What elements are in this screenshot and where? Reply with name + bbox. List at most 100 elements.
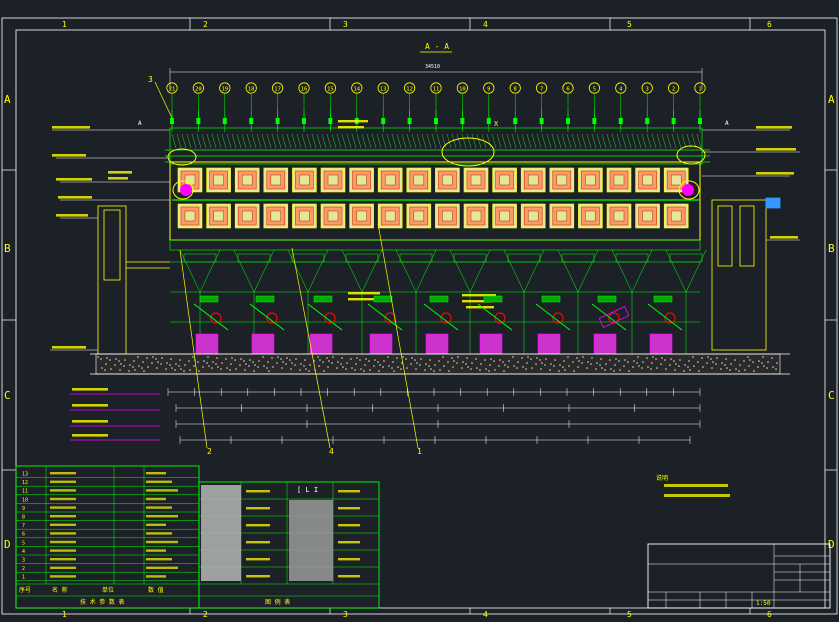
roof-hatch-line	[606, 133, 612, 149]
roof-hatch-line	[276, 133, 282, 149]
gravel-dot	[393, 370, 395, 372]
section-mark: A	[725, 120, 729, 127]
gravel-dot	[249, 359, 251, 361]
gravel-dot	[211, 367, 213, 369]
roof-hatch-line	[651, 133, 657, 149]
gravel-dot	[377, 361, 379, 363]
brace	[307, 249, 329, 293]
roof-hanger-node	[222, 118, 227, 124]
roof-hatch-line	[591, 133, 597, 149]
gravel-dot	[582, 356, 584, 358]
gravel-dot	[392, 361, 394, 363]
gravel-dot	[475, 358, 477, 360]
gravel-dot	[577, 366, 579, 368]
gravel-dot	[562, 366, 564, 368]
annotation-placeholder	[52, 126, 90, 129]
inline-callout-placeholder	[348, 292, 380, 295]
gravel-dot	[572, 361, 574, 363]
gravel-dot	[123, 365, 125, 367]
roof-hatch-line	[566, 133, 572, 149]
gravel-dot	[456, 362, 458, 364]
legend-table: [ L I 图 例 表	[198, 481, 380, 609]
roof-hatch-line	[231, 133, 237, 149]
brace	[395, 249, 417, 293]
legend-left-label-placeholder	[246, 524, 270, 527]
grid-col-label: 5	[627, 20, 632, 29]
gravel-dot	[331, 362, 333, 364]
roof-hanger-node	[196, 118, 201, 124]
params-row-number: 3	[22, 558, 25, 564]
gravel-dot	[411, 357, 413, 359]
column-bubble	[324, 82, 336, 94]
gravel-dot	[692, 356, 694, 358]
gravel-dot	[192, 356, 194, 358]
brace	[287, 249, 309, 293]
gravel-dot	[660, 363, 662, 365]
gravel-dot	[545, 358, 547, 360]
brace-panel	[237, 253, 271, 263]
gravel-dot	[188, 360, 190, 362]
roof-hatch-line	[286, 133, 292, 149]
gravel-dot	[229, 369, 231, 371]
roof-hatch-line	[681, 133, 687, 149]
gravel-dot	[665, 368, 667, 370]
column-bubble	[298, 82, 310, 94]
detail-circle	[676, 145, 706, 165]
brace	[577, 249, 599, 293]
gravel-dot	[763, 365, 765, 367]
roof-hatch-line	[401, 133, 407, 149]
roof-hatch-line	[246, 133, 252, 149]
column-bubble-label: 14	[353, 87, 360, 93]
column-bubble	[562, 82, 574, 94]
roof-hatch-line	[696, 133, 702, 149]
roof-hatch-line	[226, 133, 232, 149]
grid-row-label: D	[4, 538, 11, 551]
gravel-dot	[711, 367, 713, 369]
gravel-dot	[623, 365, 625, 367]
params-value-placeholder	[146, 480, 172, 483]
inline-callout-placeholder	[338, 120, 368, 123]
roof-hatch-line	[611, 133, 617, 149]
legend-left-label-placeholder	[246, 507, 270, 510]
roof-hatch-line	[656, 133, 662, 149]
gravel-dot	[101, 367, 103, 369]
gravel-dot	[466, 357, 468, 359]
gravel-dot	[772, 366, 774, 368]
burner-manifold	[541, 295, 561, 303]
gravel-dot	[498, 365, 500, 367]
roof-hanger-node	[539, 118, 544, 124]
furnace-chamber-grid	[172, 167, 700, 229]
gravel-dot	[752, 361, 754, 363]
roof-hatch-line	[506, 133, 512, 149]
roof-hatch-line	[186, 133, 192, 149]
gravel-dot	[739, 364, 741, 366]
gravel-dot	[262, 356, 264, 358]
gravel-dot	[165, 368, 167, 370]
gravel-dot	[340, 363, 342, 365]
gravel-dot	[693, 365, 695, 367]
gravel-dot	[678, 365, 680, 367]
gravel-dot	[295, 358, 297, 360]
gravel-dot	[461, 367, 463, 369]
column-bubble-label: 1	[698, 87, 701, 93]
gravel-dot	[530, 358, 532, 360]
roof-hatch-line	[196, 133, 202, 149]
column-bubble-label: 4	[619, 87, 623, 93]
gravel-dot	[416, 362, 418, 364]
annotation-placeholder	[52, 346, 86, 349]
inline-callout-placeholder	[462, 300, 492, 303]
roof-hanger-node	[618, 118, 623, 124]
chamber-core	[184, 210, 196, 222]
gravel-dot	[415, 368, 417, 370]
column-bubble	[377, 82, 389, 94]
roof-hatch-line	[381, 133, 387, 149]
column-bubble	[271, 82, 284, 94]
chamber-core	[384, 210, 396, 222]
legend-right-label-placeholder	[338, 524, 360, 527]
chamber-core	[356, 210, 367, 222]
params-name-placeholder	[50, 472, 76, 475]
chamber-core	[499, 174, 510, 186]
column-bubble-label: 5	[593, 87, 596, 93]
grid-col-label: 2	[203, 20, 208, 29]
grid-col-label: 3	[343, 610, 348, 619]
